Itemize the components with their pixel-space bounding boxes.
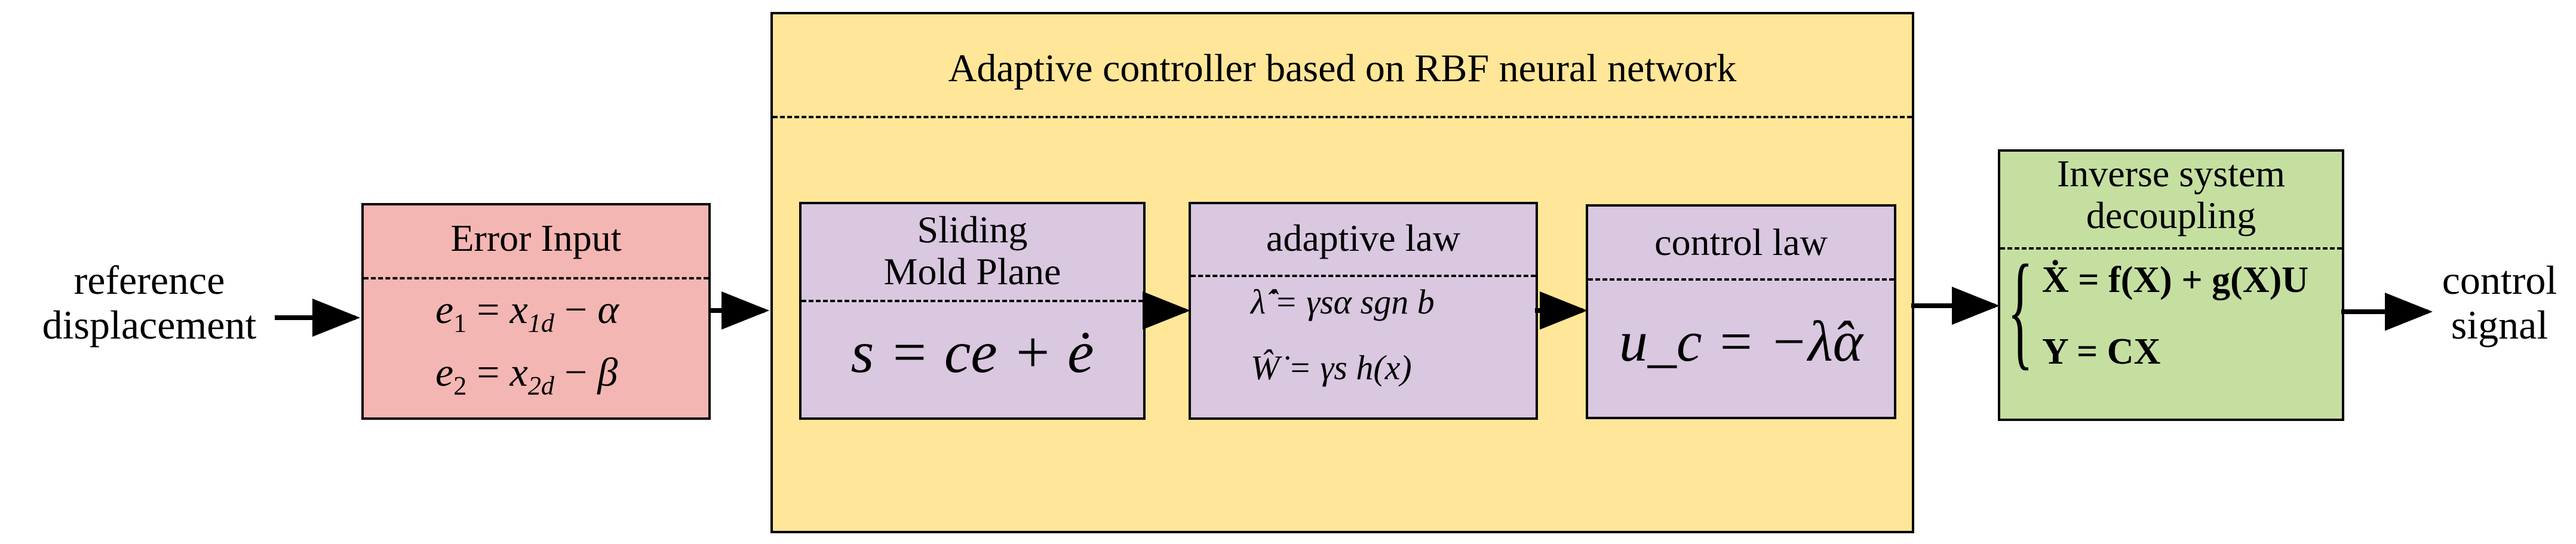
error-input-title: Error Input (450, 217, 622, 259)
inverse-divider (2000, 247, 2342, 250)
error-input-box: Error Input e1 = x1d − α e2 = x2d − β (361, 203, 711, 420)
error-box-divider (364, 277, 708, 279)
sliding-equation: s = ce + ė (851, 319, 1094, 385)
inverse-equation-1: Ẋ = f(X) + g(X)U (2042, 260, 2308, 300)
control-title: control law (1654, 221, 1828, 263)
input-label: reference displacement (42, 257, 257, 348)
sliding-title: Sliding Mold Plane (883, 208, 1061, 293)
output-label: control signal (2442, 257, 2557, 348)
inverse-system-box: Inverse system decoupling { Ẋ = f(X) + g… (1998, 149, 2344, 421)
control-divider (1588, 278, 1894, 281)
error-equation-2: e2 = x2d − β (435, 349, 618, 401)
control-equation: u_c = −λ̂α (1619, 309, 1863, 373)
inverse-brace: { (2007, 239, 2034, 382)
error-equation-1: e1 = x1d − α (435, 287, 619, 338)
inverse-equation-2: Y = CX (2042, 331, 2161, 372)
inverse-title: Inverse system decoupling (2056, 152, 2286, 237)
controller-title: Adaptive controller based on RBF neural … (948, 47, 1737, 90)
adaptive-title: adaptive law (1266, 217, 1461, 259)
adaptive-divider (1191, 275, 1536, 277)
control-law-box: control law u_c = −λ̂α (1586, 204, 1896, 419)
sliding-divider (802, 300, 1143, 302)
controller-divider (773, 116, 1912, 118)
adaptive-equation-2: Ŵ̇ = γs h(x) (1251, 348, 1412, 387)
adaptive-equation-1: λ̂̇ = γsα sgn b (1251, 282, 1435, 321)
